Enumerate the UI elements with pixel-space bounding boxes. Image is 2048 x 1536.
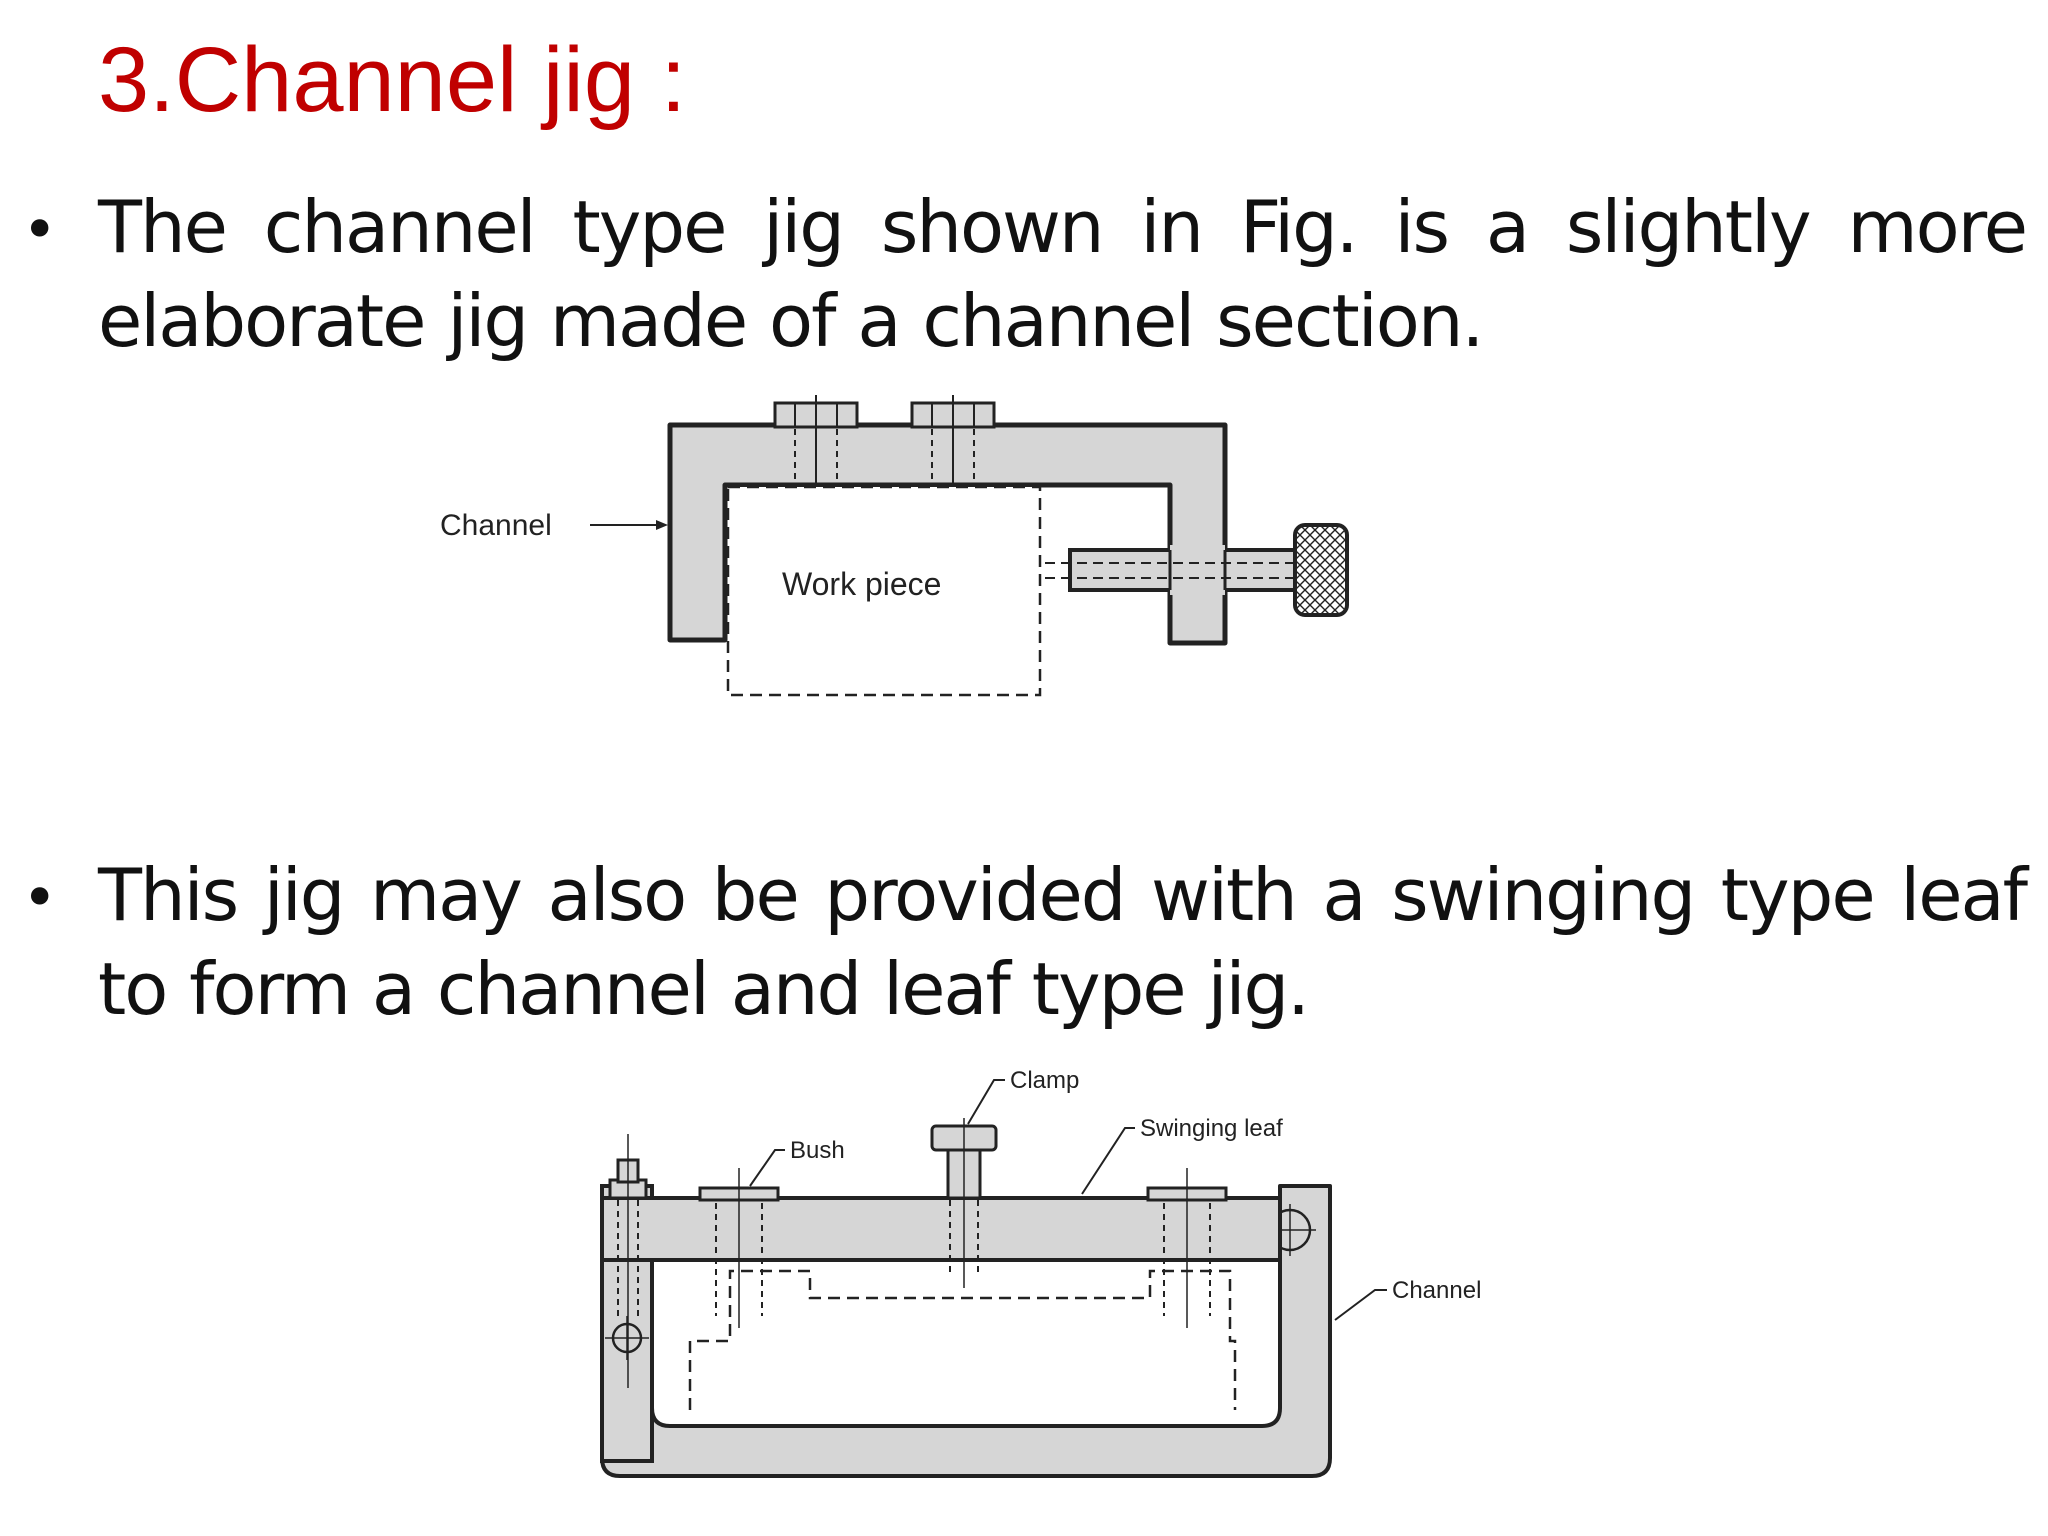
label-bush: Bush <box>790 1137 845 1164</box>
bullet-marker: • <box>22 863 58 933</box>
workpiece-outline <box>688 1269 1237 1410</box>
bullet-text-2: This jig may also be provided with a swi… <box>98 853 2028 1031</box>
knurled-knob <box>1293 523 1349 617</box>
label-channel: Channel <box>440 509 552 542</box>
channel-body <box>600 1184 1332 1478</box>
workpiece-outline <box>726 485 1042 697</box>
swinging-leaf <box>600 1196 1282 1262</box>
channel-body <box>667 422 1228 646</box>
channel-leaf-jig-figure: Clamp Swinging leaf Bush Channel <box>600 1067 1481 1478</box>
slide-title: 3.Channel jig : <box>98 29 687 131</box>
bullet-marker: • <box>22 195 58 265</box>
channel-jig-figure: Channel Work piece <box>440 395 1349 697</box>
bullet-text-1: The channel type jig shown in Fig. is a … <box>98 185 2028 363</box>
label-swinging-leaf: Swinging leaf <box>1140 1115 1283 1142</box>
label-workpiece: Work piece <box>782 566 941 602</box>
label-clamp: Clamp <box>1010 1067 1079 1094</box>
label-channel: Channel <box>1392 1277 1481 1304</box>
